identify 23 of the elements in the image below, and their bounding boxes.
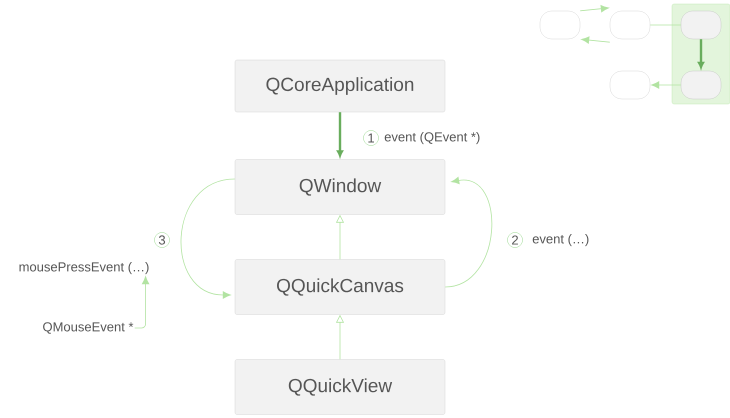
arrow: [580, 5, 609, 12]
callout-number: 2: [507, 232, 523, 248]
class-box: QWindow: [234, 159, 446, 215]
step-box: [610, 10, 650, 40]
method-text: QMouseEvent *: [43, 322, 134, 334]
class-box: QQuickCanvas: [234, 259, 446, 315]
class-box: QQuickView: [234, 359, 446, 415]
arrow: [444, 176, 492, 288]
step-box: [610, 70, 650, 100]
step-box: [540, 10, 580, 40]
method-text: mousePressEvent (…): [19, 262, 149, 274]
arrow: [336, 112, 344, 158]
arrow: [180, 178, 236, 299]
class-box: QCoreApplication: [234, 60, 446, 112]
callout-number: 1: [363, 130, 379, 146]
arrow: [581, 36, 610, 44]
step-box: [680, 10, 722, 40]
callout-number: 3: [154, 232, 170, 248]
edge-label: event (…): [531, 232, 590, 248]
step-box: [680, 70, 722, 100]
arrow: [698, 39, 704, 69]
edge-label: event (QEvent *): [383, 130, 482, 146]
arrow: [651, 81, 682, 89]
